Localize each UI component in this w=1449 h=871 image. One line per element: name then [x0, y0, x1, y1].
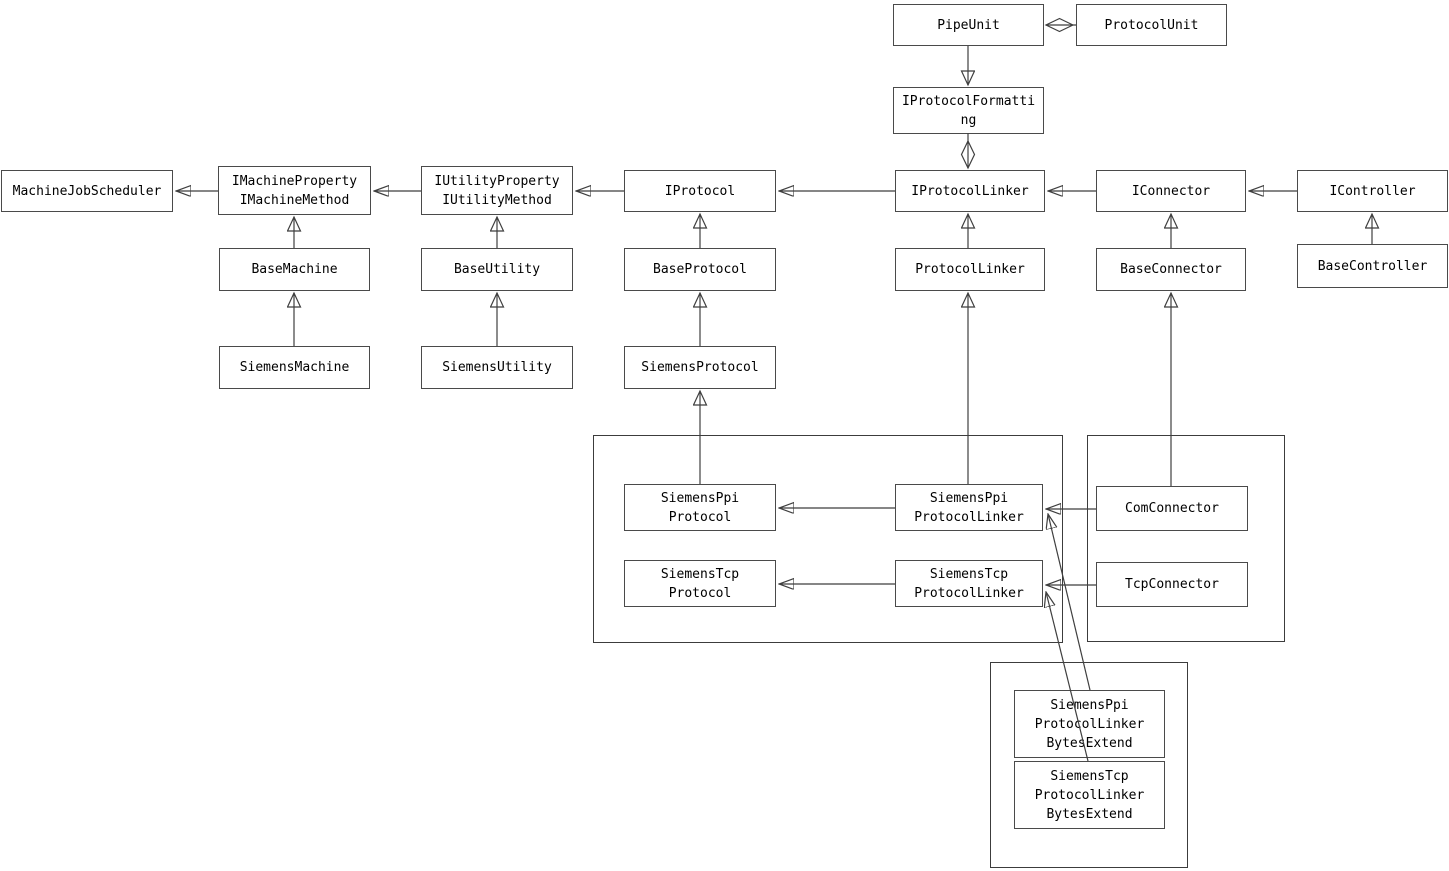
class-box-protocol-unit: ProtocolUnit [1076, 4, 1227, 46]
class-box-base-connector: BaseConnector [1096, 248, 1246, 291]
class-label: SiemensMachine [239, 360, 350, 375]
class-label: SiemensPpi ProtocolLinker BytesExtend [1034, 697, 1145, 751]
class-box-siemens-utility: SiemensUtility [421, 346, 573, 389]
class-box-siemens-protocol: SiemensProtocol [624, 346, 776, 389]
class-label: IController [1329, 183, 1416, 199]
class-box-iprotocol-formatting: IProtocolFormatti ng [893, 87, 1044, 134]
class-label: SiemensProtocol [641, 360, 759, 375]
class-label: IProtocolLinker [911, 183, 1029, 199]
class-label: SiemensTcp Protocol [660, 566, 740, 601]
class-box-siemens-tcp-protocol: SiemensTcp Protocol [624, 560, 776, 607]
class-box-siemens-machine: SiemensMachine [219, 346, 370, 389]
class-label: BaseConnector [1120, 262, 1222, 277]
class-label: IProtocol [664, 183, 736, 199]
class-box-machine-job-scheduler: MachineJobScheduler [1, 170, 173, 212]
class-box-icontroller: IController [1297, 170, 1448, 212]
class-label: BaseController [1317, 258, 1428, 274]
class-box-base-controller: BaseController [1297, 244, 1448, 288]
class-label: SiemensPpi Protocol [660, 490, 740, 525]
class-label: IUtilityProperty IUtilityMethod [434, 173, 560, 208]
class-label: PipeUnit [937, 17, 1000, 33]
class-box-iconnector: IConnector [1096, 170, 1246, 212]
class-label: SiemensTcp ProtocolLinker BytesExtend [1034, 768, 1145, 822]
class-label: TcpConnector [1125, 577, 1219, 592]
class-box-siemens-ppi-protocol-linker: SiemensPpi ProtocolLinker [895, 484, 1043, 531]
class-box-iprotocol: IProtocol [624, 170, 776, 212]
class-label: SiemensPpi ProtocolLinker [914, 490, 1024, 525]
class-box-com-connector: ComConnector [1096, 486, 1248, 531]
class-label: MachineJobScheduler [12, 183, 162, 199]
class-box-siemens-ppi-protocol: SiemensPpi Protocol [624, 484, 776, 531]
class-label: BaseUtility [453, 262, 541, 277]
class-label: ProtocolLinker [915, 262, 1025, 277]
class-box-iprotocol-linker: IProtocolLinker [895, 170, 1045, 212]
class-box-tcp-connector: TcpConnector [1096, 562, 1248, 607]
class-box-protocol-linker: ProtocolLinker [895, 248, 1045, 291]
class-label: IMachineProperty IMachineMethod [231, 173, 358, 208]
class-box-pipe-unit: PipeUnit [893, 4, 1044, 46]
class-label: BaseMachine [251, 262, 338, 277]
class-label: SiemensUtility [442, 360, 552, 375]
class-box-imachine: IMachineProperty IMachineMethod [218, 166, 371, 215]
class-label: SiemensTcp ProtocolLinker [914, 566, 1024, 601]
class-box-siemens-tcp-protocol-linker: SiemensTcp ProtocolLinker [895, 560, 1043, 607]
class-box-siemens-tcp-bytes-extend: SiemensTcp ProtocolLinker BytesExtend [1014, 761, 1165, 829]
class-box-base-machine: BaseMachine [219, 248, 370, 291]
group-connector-package [1087, 435, 1285, 642]
class-box-iutility: IUtilityProperty IUtilityMethod [421, 166, 573, 215]
class-label: ComConnector [1125, 501, 1219, 516]
class-box-siemens-ppi-bytes-extend: SiemensPpi ProtocolLinker BytesExtend [1014, 690, 1165, 758]
class-label: IProtocolFormatti ng [901, 93, 1036, 128]
class-box-base-utility: BaseUtility [421, 248, 573, 291]
class-box-base-protocol: BaseProtocol [624, 248, 776, 291]
group-siemens-protocol-package [593, 435, 1063, 643]
class-label: ProtocolUnit [1104, 17, 1199, 33]
class-label: IConnector [1131, 183, 1211, 199]
class-label: BaseProtocol [653, 262, 747, 277]
